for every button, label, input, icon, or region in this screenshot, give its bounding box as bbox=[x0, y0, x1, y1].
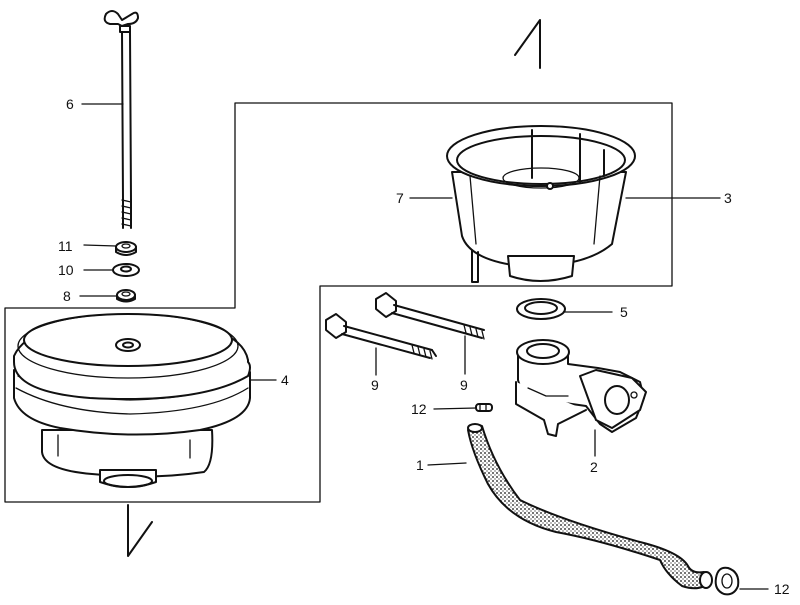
bolt-9-right bbox=[375, 292, 485, 340]
gasket-ring bbox=[516, 298, 566, 320]
callout-7: 7 bbox=[396, 190, 404, 206]
callout-9-left: 9 bbox=[371, 377, 379, 393]
bolt-9-left bbox=[325, 313, 437, 360]
hose-clip-12-lower bbox=[714, 566, 740, 596]
direction-arrow-top bbox=[514, 19, 541, 69]
nut-8 bbox=[116, 289, 136, 303]
callout-4: 4 bbox=[281, 372, 289, 388]
callout-10: 10 bbox=[58, 262, 74, 278]
washer-10 bbox=[112, 263, 140, 277]
hose-clip-12-upper bbox=[475, 403, 493, 412]
direction-arrow-bottom bbox=[127, 504, 153, 557]
air-cleaner-housing bbox=[13, 313, 251, 488]
callout-12-upper: 12 bbox=[411, 401, 427, 417]
intake-elbow bbox=[515, 339, 647, 437]
callout-6: 6 bbox=[66, 96, 74, 112]
assembly-outline bbox=[4, 102, 673, 503]
callout-labels: 6 11 10 8 4 7 3 5 9 9 12 1 2 12 bbox=[58, 96, 790, 597]
callout-3: 3 bbox=[724, 190, 732, 206]
callout-12-lower: 12 bbox=[774, 581, 790, 597]
callout-2: 2 bbox=[590, 459, 598, 475]
callout-11: 11 bbox=[58, 238, 73, 254]
callout-8: 8 bbox=[63, 288, 71, 304]
leader-lines bbox=[79, 103, 769, 590]
breather-hose bbox=[467, 423, 713, 590]
air-filter-bowl bbox=[446, 125, 636, 283]
callout-1: 1 bbox=[416, 457, 424, 473]
callout-5: 5 bbox=[620, 304, 628, 320]
wing-bolt bbox=[103, 10, 139, 229]
nut-11 bbox=[115, 241, 137, 256]
callout-9-right: 9 bbox=[460, 377, 468, 393]
